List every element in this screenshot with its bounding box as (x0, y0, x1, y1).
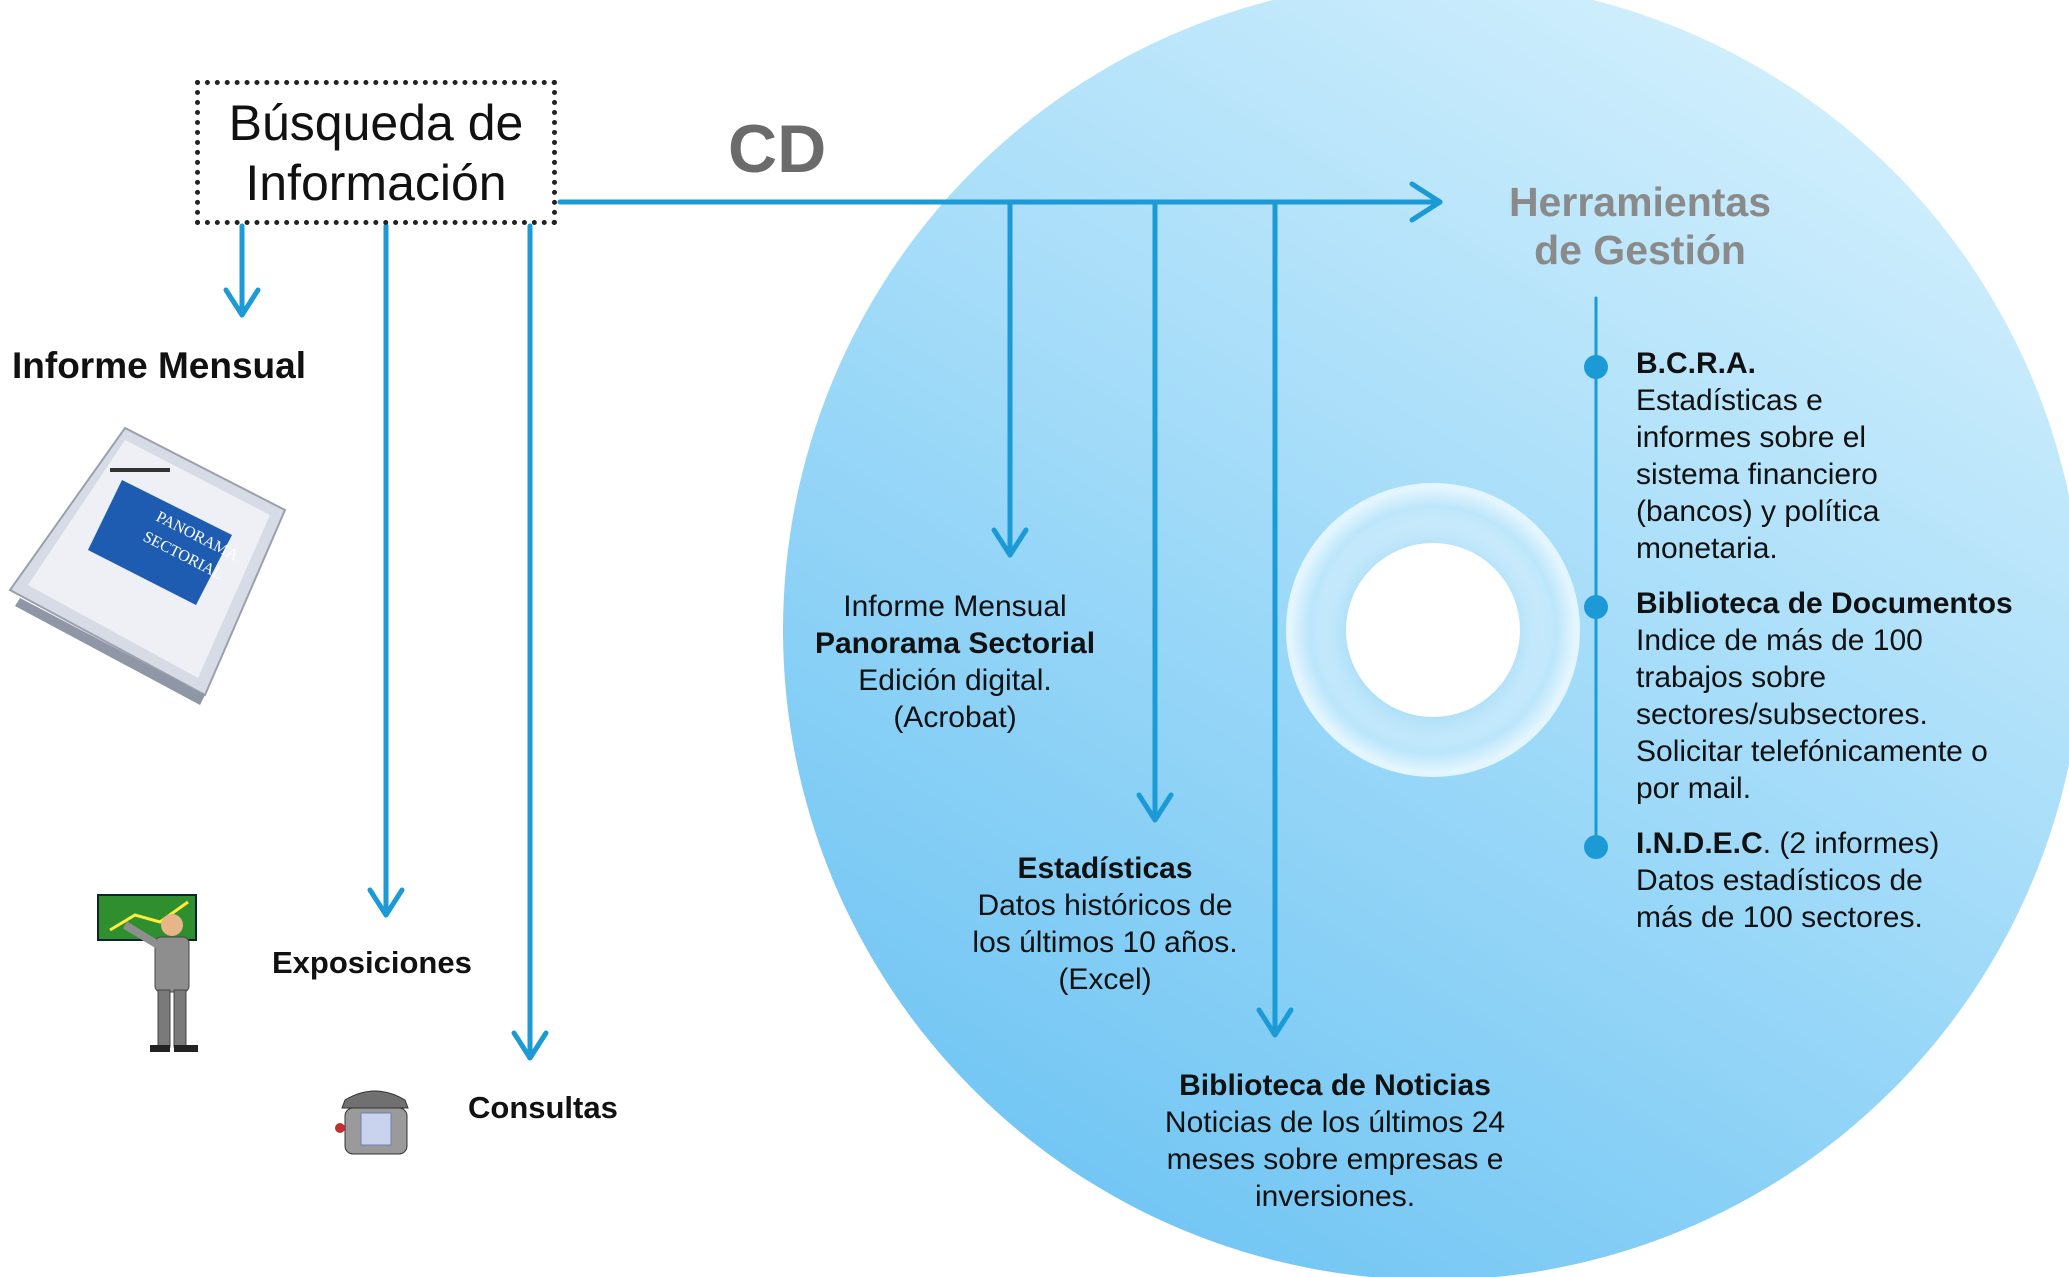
tool-bcra-line: (bancos) y política (1636, 495, 1880, 528)
panorama-line3: Edición digital. (858, 664, 1052, 697)
cd-label: CD (728, 111, 827, 187)
arrowhead-panorama (991, 527, 1029, 558)
tool-indec-title: I.N.D.E.C (1636, 827, 1763, 860)
presenter-image (97, 894, 198, 1052)
estadisticas-title: Estadísticas (1017, 852, 1193, 885)
tool-title: I.N.D.E.C. (2 informes) (1636, 825, 2056, 862)
estadisticas-line1: Datos históricos de (977, 889, 1233, 922)
tool-bcra-line: monetaria. (1636, 532, 1778, 565)
estadisticas-block: Estadísticas Datos históricos de los últ… (940, 850, 1270, 998)
panorama-line4: (Acrobat) (893, 701, 1017, 734)
noticias-title: Biblioteca de Noticias (1179, 1069, 1491, 1102)
search-line1: Búsqueda de (228, 95, 524, 151)
noticias-block: Biblioteca de Noticias Noticias de los ú… (1110, 1067, 1560, 1215)
tool-bcra-line: Estadísticas e (1636, 384, 1823, 417)
tool-bcra-title: B.C.R.A. (1636, 347, 1756, 380)
tool-title: B.C.R.A. (1636, 345, 2056, 382)
panorama-line2: Panorama Sectorial (814, 627, 1096, 660)
consultas-label: Consultas (468, 1090, 618, 1125)
herramientas-heading: Herramientas de Gestión (1470, 178, 1810, 274)
tool-bcra-line: sistema financiero (1636, 458, 1878, 491)
noticias-line2: meses sobre empresas e (1166, 1143, 1504, 1176)
tool-title: Biblioteca de Documentos (1636, 585, 2056, 622)
tool-indec-line: más de 100 sectores. (1636, 901, 1923, 934)
tool-biblioteca-line: Solicitar telefónicamente o (1636, 735, 1988, 768)
herramientas-line1: Herramientas (1508, 179, 1772, 225)
noticias-line3: inversiones. (1254, 1180, 1416, 1213)
cd-hole (1346, 543, 1520, 717)
estadisticas-line2: los últimos 10 años. (972, 926, 1238, 959)
arrowhead-consultas (511, 1030, 549, 1061)
tool-indec-line: Datos estadísticos de (1636, 864, 1923, 897)
exposiciones-label: Exposiciones (272, 945, 472, 980)
tool-biblioteca-documentos: Biblioteca de Documentos Indice de más d… (1636, 585, 2056, 807)
estadisticas-line3: (Excel) (1058, 963, 1152, 996)
arrowhead-exposiciones (367, 887, 405, 918)
tool-biblioteca-line: Indice de más de 100 (1636, 624, 1923, 657)
bullet-bcra (1584, 355, 1608, 379)
tool-biblioteca-line: por mail. (1636, 772, 1752, 805)
telephone-image (335, 1090, 409, 1155)
arrowhead-informe (223, 287, 261, 318)
panorama-line1: Informe Mensual (843, 590, 1067, 623)
tool-indec-suffix: . (2 informes) (1762, 827, 1940, 860)
search-line2: Información (245, 155, 507, 211)
tool-biblioteca-line: sectores/subsectores. (1636, 698, 1928, 731)
search-box: Búsqueda de Información (195, 80, 557, 225)
main-arrowhead (1409, 181, 1443, 223)
arrowhead-noticias (1256, 1007, 1294, 1038)
noticias-line1: Noticias de los últimos 24 (1164, 1106, 1506, 1139)
bullet-biblioteca-documentos (1584, 595, 1608, 619)
arrowhead-estadisticas (1136, 792, 1174, 823)
report-binder-image: PANORAMA SECTORIAL (8, 426, 287, 705)
tool-biblioteca-line: trabajos sobre (1636, 661, 1827, 694)
tool-bcra: B.C.R.A. Estadísticas e informes sobre e… (1636, 345, 2056, 567)
tool-indec: I.N.D.E.C. (2 informes) Datos estadístic… (1636, 825, 2056, 936)
herramientas-line2: de Gestión (1534, 227, 1746, 273)
tool-biblioteca-title: Biblioteca de Documentos (1636, 587, 2013, 620)
bullet-indec (1584, 835, 1608, 859)
panorama-block: Informe Mensual Panorama Sectorial Edici… (770, 588, 1140, 736)
tool-bcra-line: informes sobre el (1636, 421, 1867, 454)
informe-mensual-title: Informe Mensual (12, 345, 306, 386)
